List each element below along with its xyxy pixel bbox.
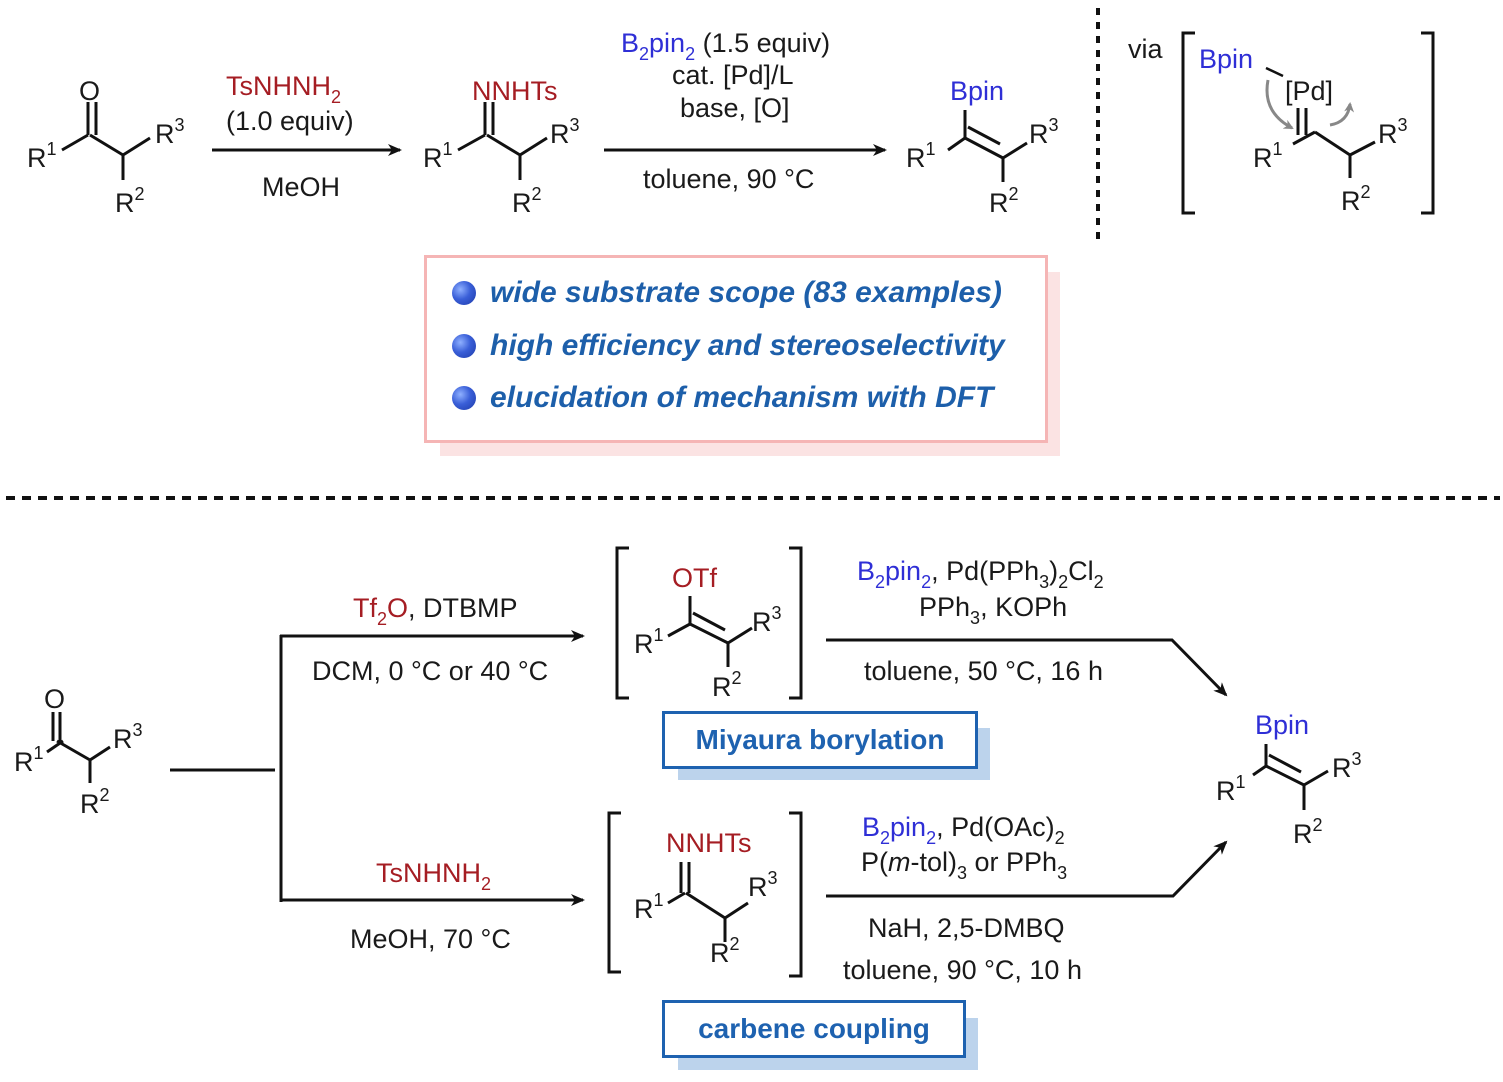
bottom-hydrazone-r1: R1 <box>634 890 664 924</box>
upper-step2-line2: PPh3, KOPh <box>919 592 1067 628</box>
upper-step1-reagents: Tf2O, DTBMP <box>353 593 518 629</box>
top-step1-equiv: (1.0 equiv) <box>226 106 354 136</box>
intermediate-bpin: Bpin <box>1199 44 1253 74</box>
lower-step2-conditions: toluene, 90 °C, 10 h <box>843 955 1082 985</box>
top-product-bpin: Bpin <box>950 76 1004 106</box>
top-product-r2: R2 <box>989 184 1019 218</box>
top-step2-catalyst: cat. [Pd]/L <box>672 60 794 90</box>
intermediate-r3: R3 <box>1378 115 1408 149</box>
top-ketone-r2: R2 <box>115 184 145 218</box>
bullet-icon <box>452 386 476 410</box>
bottom-product-skeleton <box>1252 744 1329 810</box>
bottom-ketone-r3: R3 <box>113 720 143 754</box>
intermediate-b-pd-bond <box>1265 66 1284 78</box>
highlight-item: elucidation of mechanism with DFT <box>452 381 993 415</box>
bottom-ketone <box>46 712 111 783</box>
bottom-product-r1: R1 <box>1216 772 1246 806</box>
upper-step1-conditions: DCM, 0 °C or 40 °C <box>312 656 548 686</box>
bottom-hydrazone-r2: R2 <box>710 934 740 968</box>
top-hydrazone-r2: R2 <box>512 184 542 218</box>
triflate-r2: R2 <box>712 668 742 702</box>
top-ketone <box>61 102 151 180</box>
top-step1-reagent: TsNHNH2 <box>226 71 341 107</box>
bottom-hydrazone-r3: R3 <box>748 868 778 902</box>
bottom-ketone-r2: R2 <box>80 785 110 819</box>
top-ketone-r1: R1 <box>27 139 57 173</box>
intermediate-r2: R2 <box>1341 182 1371 216</box>
triflate-skeleton <box>667 596 753 667</box>
lower-step2-line2: P(m-tol)3 or PPh3 <box>861 847 1067 883</box>
top-product-r3: R3 <box>1029 115 1059 149</box>
lower-step2-arrow <box>826 840 1228 898</box>
bottom-ketone-r1: R1 <box>14 743 44 777</box>
highlight-item: high efficiency and stereoselectivity <box>452 329 1005 363</box>
highlight-item: wide substrate scope (83 examples) <box>452 276 1002 310</box>
top-hydrazone-group: NNHTs <box>472 76 558 106</box>
hydrazone-left-bracket <box>607 811 621 974</box>
bottom-product-r3: R3 <box>1332 749 1362 783</box>
triflate-group: OTf <box>672 563 717 593</box>
top-hydrazone <box>457 102 548 180</box>
upper-step2-conditions: toluene, 50 °C, 16 h <box>864 656 1103 686</box>
intermediate-skeleton <box>1292 108 1376 178</box>
intermediate-metal: [Pd] <box>1285 76 1333 106</box>
top-hydrazone-r1: R1 <box>423 139 453 173</box>
triflate-r3: R3 <box>752 603 782 637</box>
intermediate-r1: R1 <box>1253 139 1283 173</box>
bottom-hydrazone-group: NNHTs <box>666 828 752 858</box>
hydrazone-right-bracket <box>789 811 803 978</box>
bullet-icon <box>452 334 476 358</box>
curved-arrow-pd-release <box>1329 102 1355 127</box>
bottom-product-bpin: Bpin <box>1255 710 1309 740</box>
upper-step2-line1: B2pin2, Pd(PPh3)2Cl2 <box>857 556 1104 592</box>
triflate-left-bracket <box>615 546 629 700</box>
lower-step2-line3: NaH, 2,5-DMBQ <box>868 913 1065 943</box>
bottom-product-r2: R2 <box>1293 815 1323 849</box>
top-step2-base: base, [O] <box>680 93 790 123</box>
top-step1-solvent: MeOH <box>262 172 340 202</box>
top-ketone-r3: R3 <box>155 115 185 149</box>
miyaura-borylation-label: Miyaura borylation <box>662 711 978 769</box>
top-product <box>947 110 1028 182</box>
top-hydrazone-r3: R3 <box>550 115 580 149</box>
via-label: via <box>1128 34 1163 64</box>
triflate-right-bracket <box>789 546 803 700</box>
top-step2-conditions: toluene, 90 °C <box>643 164 814 194</box>
bottom-ketone-oxygen: O <box>44 684 65 714</box>
curved-arrow-boryl-migration <box>1265 79 1294 130</box>
bullet-icon <box>452 281 476 305</box>
upper-step2-arrow <box>826 638 1228 697</box>
lower-step1-reagent: TsNHNH2 <box>376 858 491 894</box>
highlights-box <box>424 255 1048 443</box>
lower-step2-line1: B2pin2, Pd(OAc)2 <box>862 812 1065 848</box>
top-ketone-oxygen: O <box>79 76 100 106</box>
top-product-r1: R1 <box>906 139 936 173</box>
carbene-coupling-label: carbene coupling <box>662 1000 966 1058</box>
intermediate-right-bracket <box>1421 31 1435 215</box>
bottom-hydrazone-skeleton <box>667 862 749 942</box>
lower-step1-conditions: MeOH, 70 °C <box>350 924 511 954</box>
top-step2-b2pin2: B2pin2 (1.5 equiv) <box>621 28 830 64</box>
intermediate-left-bracket <box>1181 31 1195 215</box>
triflate-r1: R1 <box>634 625 664 659</box>
